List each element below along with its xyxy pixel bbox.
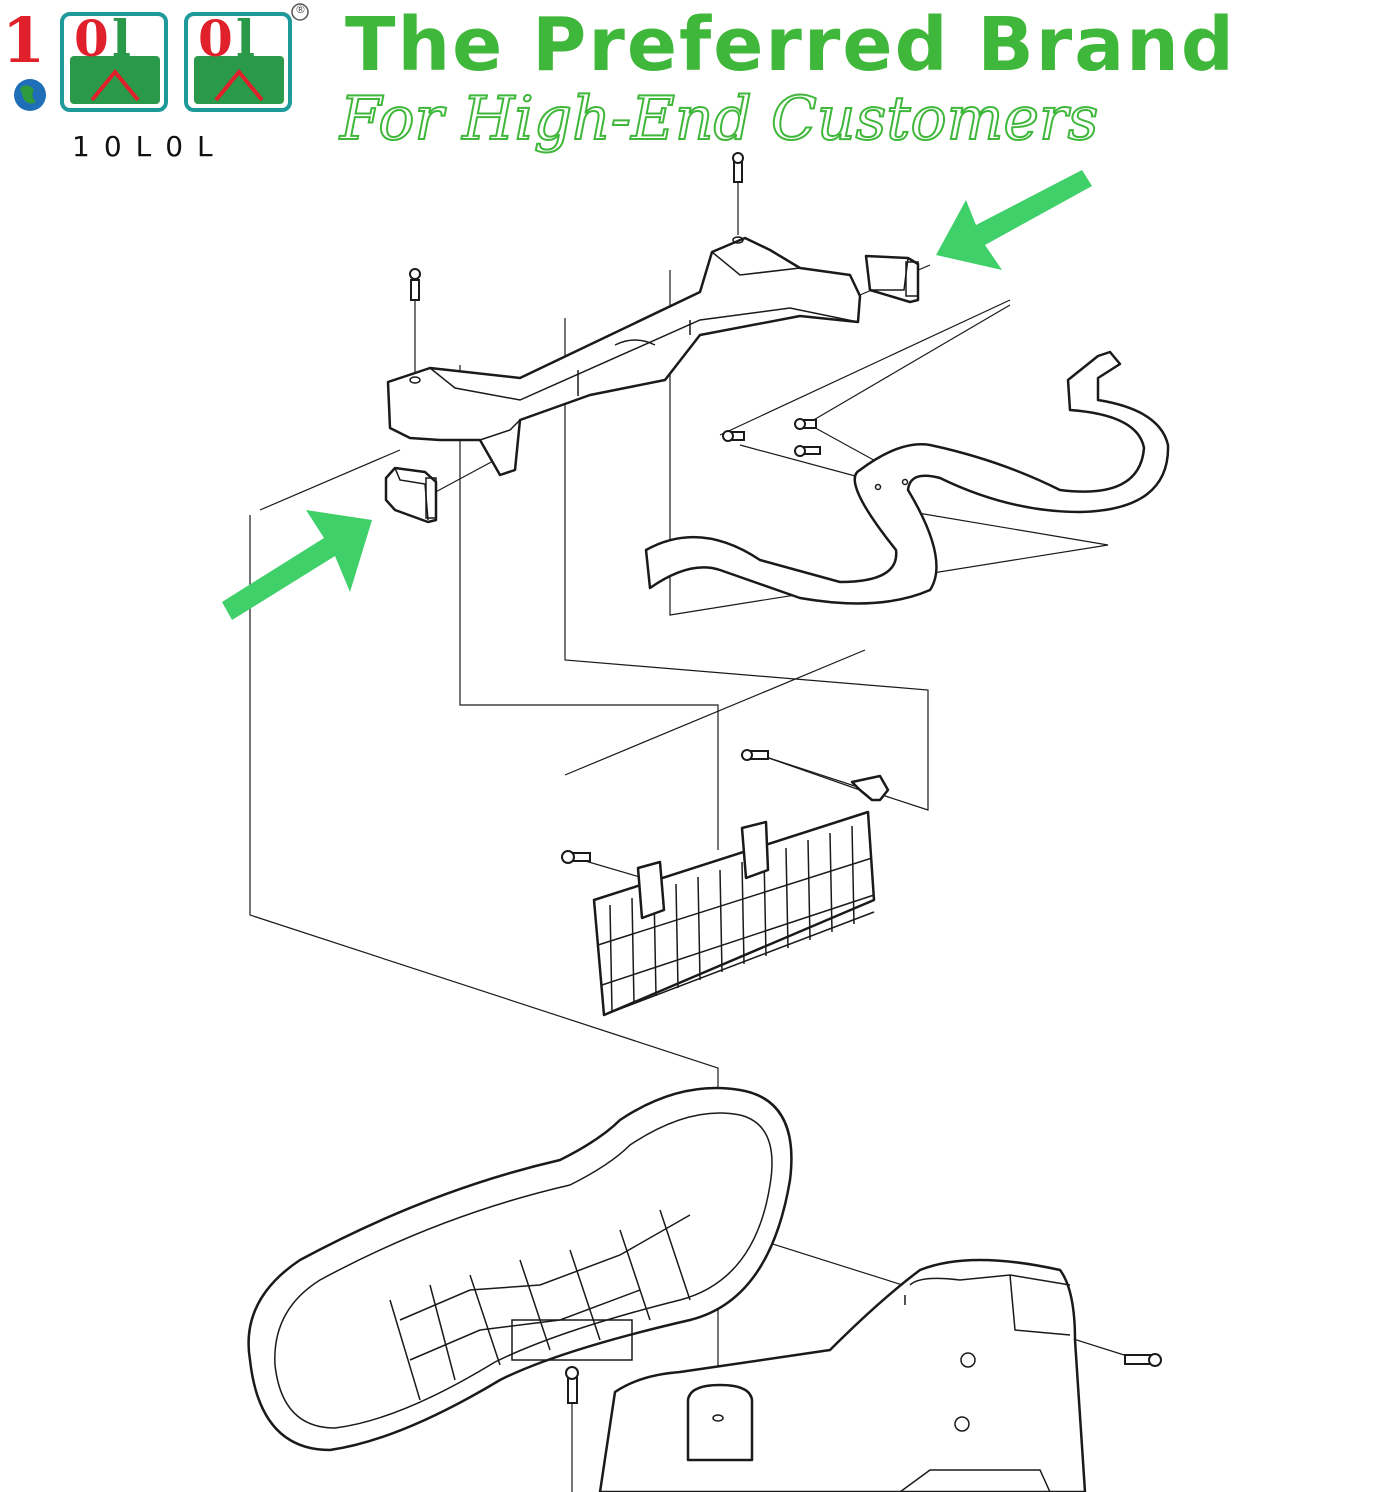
screw-body-side [1124, 1353, 1162, 1367]
screw-top-left [409, 268, 421, 301]
screw-body-front [565, 1366, 579, 1404]
screw-strap-2 [794, 418, 817, 430]
svg-text:1: 1 [2, 4, 45, 77]
wire-basket [592, 774, 890, 1017]
logo-wordmark: 10L0L [72, 130, 227, 163]
hinge-bracket-right [864, 254, 920, 304]
exploded-parts-diagram [222, 152, 1170, 1492]
screw-strap-1 [722, 430, 745, 442]
screw-basket-1 [741, 749, 769, 761]
svg-text:l: l [236, 9, 255, 68]
callout-arrows [222, 170, 1092, 620]
logo-mark: 1 0 l 0 l [2, 3, 309, 112]
registered-mark: ® [295, 3, 306, 16]
svg-text:0: 0 [74, 9, 109, 68]
svg-text:l: l [112, 9, 131, 68]
body-pedestal [598, 1258, 1087, 1492]
arrow-left-hinge [222, 510, 372, 620]
headline: The Preferred Brand [345, 2, 1236, 88]
hinge-bracket-left [384, 466, 438, 524]
screw-strap-3 [794, 445, 821, 457]
screws [409, 152, 1162, 1404]
screw-basket-2 [561, 850, 591, 864]
brand-logo: 1 0 l 0 l ® 10L0L [0, 0, 320, 170]
seat-back-strap [644, 350, 1170, 605]
cushion-underside-ribs [389, 1209, 691, 1401]
arrow-right-hinge [936, 170, 1092, 270]
seat-support-frame [386, 236, 862, 477]
svg-text:0: 0 [198, 9, 233, 68]
screw-top-right [732, 152, 744, 183]
tagline: For High-End Customers [339, 83, 1099, 155]
seat-cushion [247, 1086, 793, 1452]
